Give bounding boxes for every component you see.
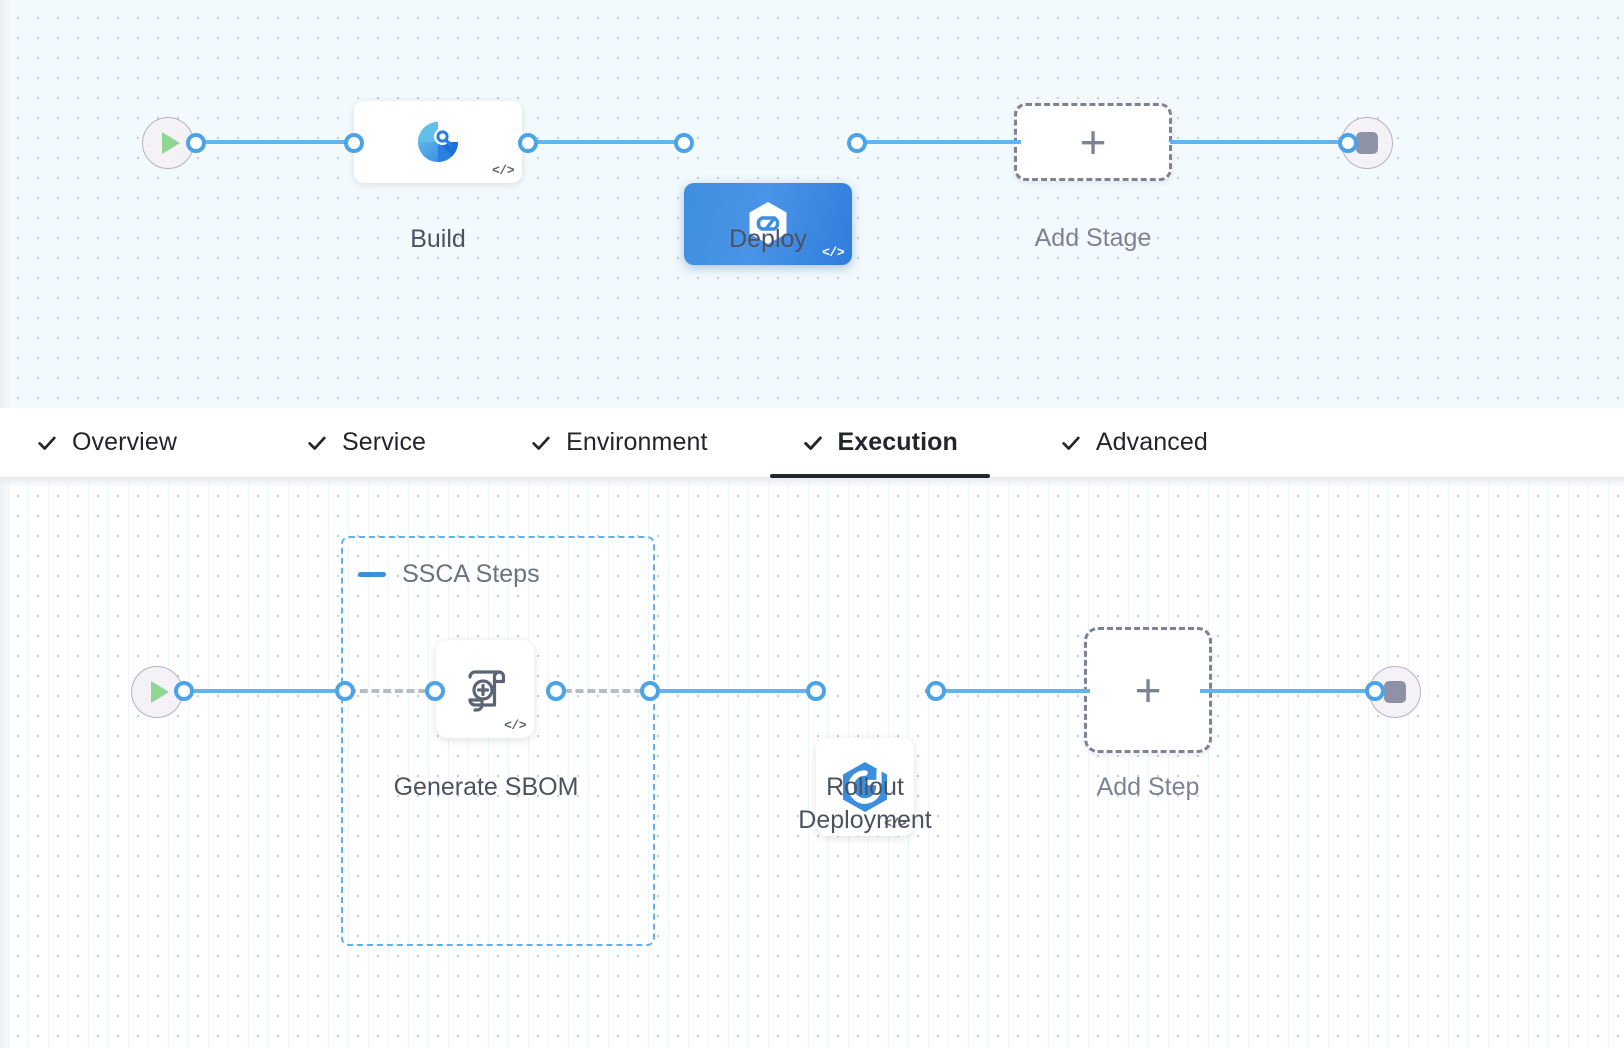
tab-service[interactable]: Service <box>302 408 430 478</box>
stage-node-deploy[interactable]: </> <box>684 183 852 265</box>
tab-label: Environment <box>566 428 708 456</box>
stage-node-build[interactable]: </> <box>354 101 522 183</box>
start-circle <box>131 666 183 718</box>
stage-edge-build-deploy <box>527 140 692 144</box>
step-edge-start-group <box>184 689 349 693</box>
step-port-end-in[interactable] <box>1365 681 1385 701</box>
step-edge-rollout-addstep <box>925 689 1090 693</box>
check-icon <box>532 436 550 450</box>
stage-port-start-out[interactable] <box>186 133 206 153</box>
deploy-cd-icon <box>749 202 787 244</box>
tab-advanced[interactable]: Advanced <box>1056 408 1212 478</box>
step-label-generate-sbom: Generate SBOM <box>393 773 579 801</box>
step-port-sbom-out[interactable] <box>546 681 566 701</box>
code-badge-icon[interactable]: </> <box>504 718 526 733</box>
stage-port-build-in[interactable] <box>344 133 364 153</box>
stage-start-node[interactable] <box>142 117 194 169</box>
check-icon <box>308 436 326 450</box>
stage-edge-start-build <box>195 140 360 144</box>
step-node-generate-sbom-card[interactable]: </> <box>436 640 534 738</box>
step-port-group-in[interactable] <box>335 681 355 701</box>
step-edge-sbom-group-out <box>552 689 654 693</box>
stage-port-deploy-in[interactable] <box>674 133 694 153</box>
stage-end-node[interactable] <box>1341 117 1393 169</box>
check-icon <box>1062 436 1080 450</box>
tab-label: Overview <box>72 428 177 456</box>
execution-graph-canvas[interactable]: SSCA Steps <box>0 478 1624 1048</box>
end-circle <box>1341 117 1393 169</box>
sbom-scroll-icon <box>468 670 506 712</box>
step-end-node[interactable] <box>1369 666 1421 718</box>
tab-label: Advanced <box>1095 428 1208 456</box>
step-port-rollout-in[interactable] <box>806 681 826 701</box>
stage-label-deploy: Deploy <box>729 225 807 253</box>
stage-edge-deploy-addstage <box>856 140 1021 144</box>
step-port-start-out[interactable] <box>174 681 194 701</box>
step-label-rollout-deployment: Rollout Deployment <box>798 773 932 834</box>
check-icon <box>803 435 822 450</box>
plus-icon: + <box>1079 116 1107 168</box>
code-badge-icon[interactable]: </> <box>822 245 844 260</box>
stage-port-build-out[interactable] <box>518 133 538 153</box>
step-node-rollout-deployment[interactable]: </> <box>816 738 914 836</box>
build-ci-icon <box>417 122 459 162</box>
tab-label: Execution <box>837 428 958 456</box>
stage-port-deploy-out[interactable] <box>847 133 867 153</box>
tab-execution[interactable]: Execution <box>769 408 991 478</box>
step-port-rollout-out[interactable] <box>926 681 946 701</box>
stop-icon <box>1384 681 1406 703</box>
step-start-node[interactable] <box>131 666 183 718</box>
stage-port-end-in[interactable] <box>1338 133 1358 153</box>
plus-icon: + <box>1134 664 1162 716</box>
minus-icon[interactable] <box>358 572 386 577</box>
play-icon <box>150 681 169 703</box>
step-group-ssca[interactable] <box>341 536 655 946</box>
tab-overview[interactable]: Overview <box>32 408 181 478</box>
end-circle <box>1369 666 1421 718</box>
stop-icon <box>1356 132 1378 154</box>
code-badge-icon[interactable]: </> <box>492 163 514 178</box>
step-edge-addstep-end <box>1200 689 1378 693</box>
step-group-label: SSCA Steps <box>402 560 540 588</box>
stage-config-tabbar: Overview Service Environment Execution A… <box>0 408 1624 478</box>
add-step-button[interactable]: + <box>1084 627 1212 753</box>
step-group-header[interactable]: SSCA Steps <box>358 560 540 589</box>
step-edge-group-rollout <box>648 689 816 693</box>
add-stage-label: Add Stage <box>1034 224 1152 252</box>
check-icon <box>38 436 56 450</box>
add-step-label: Add Step <box>1096 773 1200 801</box>
stage-label-build: Build <box>410 225 466 253</box>
step-edge-group-sbom-in <box>348 689 438 693</box>
tab-label: Service <box>342 428 427 456</box>
stage-edge-addstage-end <box>1170 140 1350 144</box>
step-port-group-out[interactable] <box>640 681 660 701</box>
play-icon <box>161 132 180 154</box>
tab-environment[interactable]: Environment <box>526 408 711 478</box>
step-port-sbom-in[interactable] <box>425 681 445 701</box>
rollout-deploy-icon <box>843 762 887 812</box>
start-circle <box>142 117 194 169</box>
code-badge-icon[interactable]: </> <box>884 816 906 831</box>
stage-graph-canvas[interactable]: </> Build </> Deploy + Add Stage <box>0 0 1624 413</box>
add-stage-button[interactable]: + <box>1014 103 1172 181</box>
